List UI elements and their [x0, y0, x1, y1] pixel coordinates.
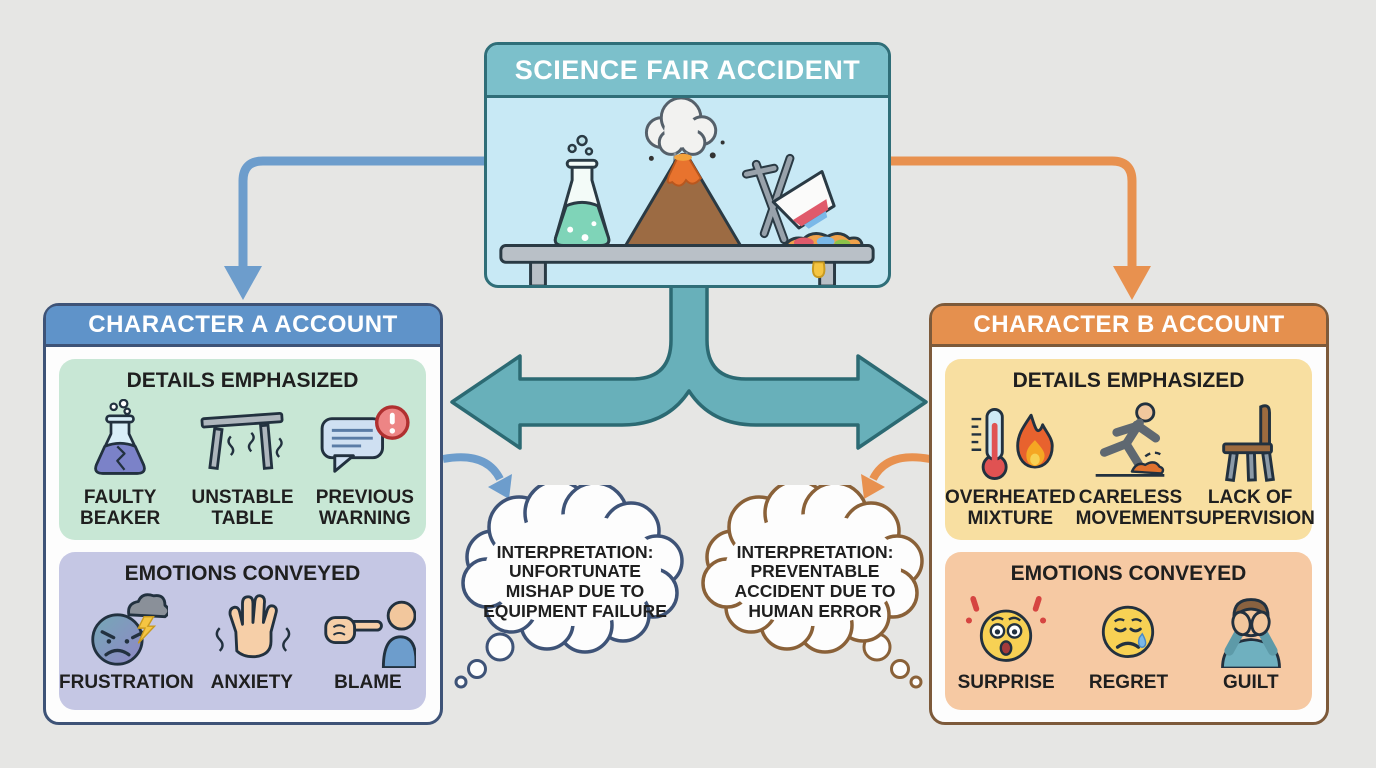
- character-a-box: CHARACTER A ACCOUNT DETAILS EMPHASIZED: [43, 303, 443, 725]
- bubble-a-trail: [454, 632, 515, 689]
- thought-cloud-icon: [701, 479, 924, 654]
- running-person-icon: [1084, 395, 1176, 483]
- accident-scene-illustration: [499, 98, 875, 285]
- arrow-a-to-interpretation: [442, 453, 512, 499]
- warning-message-icon: [318, 395, 412, 483]
- interpretation-a-text: INTERPRETATION: UNFORTUNATE MISHAP DUE T…: [483, 541, 667, 621]
- character-b-title: CHARACTER B ACCOUNT: [932, 306, 1326, 347]
- source-event-title: SCIENCE FAIR ACCIDENT: [487, 45, 888, 98]
- emotion-item: ANXIETY: [194, 588, 310, 694]
- unstable-table-icon: [196, 395, 288, 483]
- character-b-emotions-panel: EMOTIONS CONVEYED: [945, 552, 1312, 710]
- thermometer-flame-icon: [962, 395, 1058, 483]
- detail-item: CARELESS MOVEMENT: [1075, 395, 1186, 529]
- interpretation-b-bubble: INTERPRETATION: PREVENTABLE ACCIDENT DUE…: [695, 479, 935, 695]
- emotion-item: GUILT: [1190, 588, 1312, 694]
- emotion-item: BLAME: [310, 588, 426, 694]
- detail-item: LACK OF SUPERVISION: [1185, 395, 1315, 529]
- emotion-item: REGRET: [1067, 588, 1189, 694]
- thought-cloud-icon: [461, 479, 684, 654]
- character-b-box: CHARACTER B ACCOUNT DETAILS EMPHASIZED: [929, 303, 1329, 725]
- detail-item: PREVIOUS WARNING: [304, 395, 426, 529]
- detail-item: FAULTY BEAKER: [59, 395, 181, 529]
- sad-tear-face-icon: [1090, 588, 1166, 668]
- covering-face-icon: [1209, 588, 1293, 668]
- trembling-hand-icon: [208, 588, 296, 668]
- detail-item-label: FAULTY BEAKER: [80, 487, 161, 529]
- source-event-box: SCIENCE FAIR ACCIDENT: [484, 42, 891, 288]
- details-emphasized-title: DETAILS EMPHASIZED: [126, 369, 359, 392]
- angry-storm-face-icon: [84, 588, 169, 668]
- emotions-conveyed-title: EMOTIONS CONVEYED: [124, 562, 361, 585]
- detail-item-label: LACK OF SUPERVISION: [1185, 487, 1315, 529]
- character-a-title: CHARACTER A ACCOUNT: [46, 306, 440, 347]
- character-b-details-panel: DETAILS EMPHASIZED OV: [945, 359, 1315, 540]
- pointing-finger-icon: [320, 588, 416, 668]
- lab-table-icon: [499, 243, 875, 285]
- split-flow-arrow: [450, 278, 928, 450]
- emotion-item-label: GUILT: [1223, 672, 1279, 693]
- character-a-emotions-panel: EMOTIONS CONVEYED: [59, 552, 426, 710]
- detail-item-label: PREVIOUS WARNING: [315, 487, 414, 529]
- erupting-volcano-icon: [624, 152, 742, 247]
- detail-item: UNSTABLE TABLE: [181, 395, 303, 529]
- arrow-to-character-a: [224, 156, 487, 300]
- character-a-details-panel: DETAILS EMPHASIZED: [59, 359, 426, 540]
- tipped-cup-rainbow-spill-icon: [741, 153, 864, 249]
- emotion-item-label: BLAME: [334, 672, 402, 693]
- cracked-beaker-icon: [84, 395, 156, 483]
- emotion-item-label: FRUSTRATION: [59, 672, 194, 693]
- emotions-conveyed-title: EMOTIONS CONVEYED: [1010, 562, 1247, 585]
- details-emphasized-title: DETAILS EMPHASIZED: [1012, 369, 1245, 392]
- empty-chair-icon: [1211, 395, 1289, 483]
- detail-item-label: UNSTABLE TABLE: [191, 487, 294, 529]
- shocked-face-icon: [960, 588, 1052, 668]
- emotion-item-label: ANXIETY: [210, 672, 293, 693]
- emotion-item-label: REGRET: [1088, 672, 1169, 693]
- arrow-b-to-interpretation: [861, 453, 931, 499]
- interpretation-b-text: INTERPRETATION: PREVENTABLE ACCIDENT DUE…: [734, 541, 896, 621]
- interpretation-a-bubble: INTERPRETATION: UNFORTUNATE MISHAP DUE T…: [455, 479, 695, 695]
- detail-item-label: OVERHEATED MIXTURE: [945, 487, 1076, 529]
- arrow-to-character-b: [891, 156, 1151, 300]
- emotion-item: SURPRISE: [945, 588, 1067, 694]
- bubbling-flask-icon: [553, 134, 611, 247]
- detail-item: OVERHEATED MIXTURE: [945, 395, 1076, 529]
- drip-icon: [811, 261, 826, 279]
- detail-item-label: CARELESS MOVEMENT: [1075, 487, 1186, 529]
- emotion-item: FRUSTRATION: [59, 588, 194, 694]
- emotion-item-label: SURPRISE: [957, 672, 1055, 693]
